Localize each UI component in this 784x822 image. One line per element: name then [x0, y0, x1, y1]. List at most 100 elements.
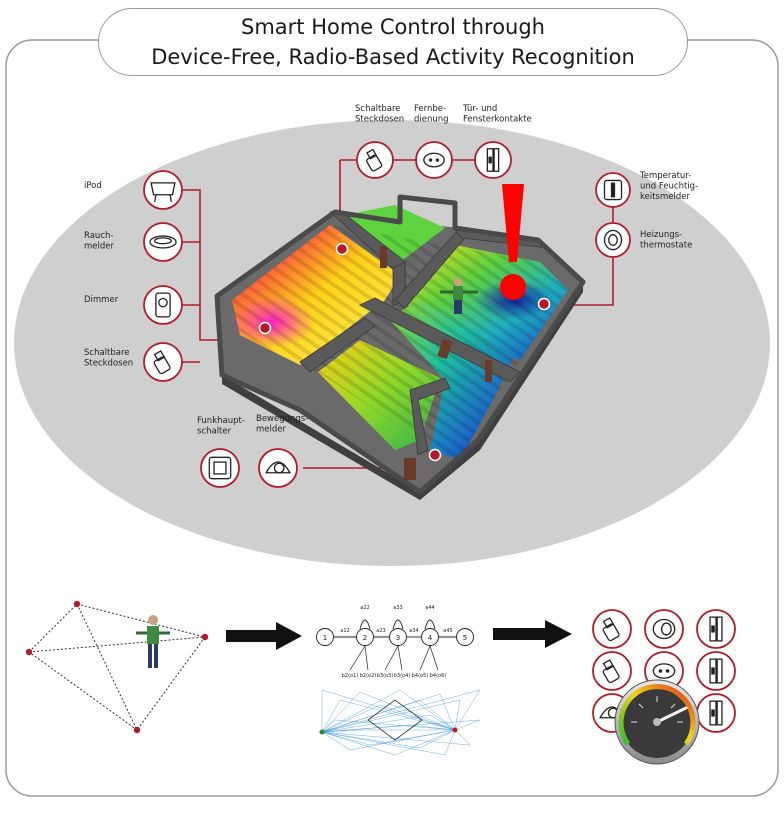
hmm-transition-label: a23 — [376, 628, 385, 634]
ray-path — [321, 699, 341, 733]
thermostat-icon — [595, 222, 631, 258]
person-figure-in-room — [440, 277, 478, 314]
hmm-state-label: 4 — [428, 634, 433, 642]
device-label: iPod — [84, 181, 102, 191]
hmm-emission-label: b2(o2) — [360, 673, 377, 679]
doors — [380, 246, 492, 480]
device-label-line: Steckdosen — [84, 359, 133, 369]
device-label-line: Dimmer — [84, 295, 119, 305]
device-label-line: Bewegungs- — [256, 414, 308, 424]
device-label-line: Fernbe- — [414, 104, 446, 114]
network-node — [133, 726, 141, 734]
device-label-line: Schaltbare — [84, 348, 130, 358]
hmm-self-loop — [392, 619, 404, 630]
socket-plug-icon — [592, 609, 632, 649]
device-label-line: schalter — [197, 427, 232, 437]
device-label-line: Heizungs- — [640, 230, 682, 240]
heater-icon — [644, 609, 684, 649]
ray-path — [454, 699, 461, 731]
door-contact-icon — [696, 609, 736, 649]
hmm-emission-label: b3(o3) — [377, 673, 394, 679]
ray-path — [321, 731, 351, 751]
hmm-state — [421, 628, 439, 646]
apartment-3d-model — [214, 184, 586, 500]
network-node — [25, 648, 33, 656]
door-contact-icon — [474, 141, 512, 179]
hmm-transition-label: a33 — [393, 605, 402, 611]
ray-path — [321, 693, 441, 733]
network-links — [28, 603, 206, 731]
device-label-line: Funkhaupt- — [197, 416, 245, 426]
temperature-sensor-icon — [595, 172, 631, 208]
ray-path — [369, 729, 456, 746]
process-arrows — [226, 620, 572, 650]
hmm-emission-label: b3(o4) — [394, 673, 411, 679]
ray-path — [321, 689, 401, 733]
ray-path — [339, 699, 456, 731]
ray-target-node — [452, 727, 458, 733]
ray-path — [321, 724, 411, 733]
device-label-line: dienung — [414, 115, 449, 125]
ray-path — [321, 691, 361, 733]
sensor-node — [428, 448, 442, 462]
device-label: Fernbe-dienung — [414, 104, 449, 125]
device-label: Heizungs-thermostate — [640, 230, 692, 251]
device-label-line: Tür- und — [462, 104, 497, 114]
device-label-line: Temperatur- — [639, 171, 691, 181]
ray-path — [409, 724, 456, 731]
hmm-state-label: 1 — [323, 634, 327, 642]
hmm-transition-label: a44 — [425, 605, 434, 611]
ipod-dock-icon — [143, 170, 183, 210]
title-line-2: Device-Free, Radio-Based Activity Recogn… — [151, 45, 635, 69]
network-nodes — [25, 600, 209, 734]
person-figure — [136, 615, 170, 668]
device-label: Bewegungs-melder — [256, 414, 308, 435]
device-label-line: Schaltbare — [355, 104, 401, 114]
ray-path — [321, 731, 396, 756]
ray-path — [321, 731, 446, 756]
hmm-transition-label: a22 — [360, 605, 369, 611]
socket-plug-icon — [143, 342, 183, 382]
hmm-state — [316, 628, 334, 646]
device-label-line: Steckdosen — [355, 115, 404, 125]
ray-path — [399, 689, 456, 731]
ray-path — [321, 731, 421, 749]
socket-plug-icon — [356, 141, 394, 179]
device-label-line: keitsmelder — [640, 192, 690, 202]
hmm-emission-arrow — [384, 645, 399, 671]
hmm-transition-label: a45 — [443, 628, 452, 634]
hmm-emission-label: b2(o1) — [342, 673, 359, 679]
device-label-line: und Feuchtig- — [640, 182, 698, 192]
ray-path — [321, 689, 481, 733]
hmm-self-loop — [424, 619, 436, 630]
hmm-emission-arrow — [349, 645, 366, 671]
motion-detector-icon — [258, 448, 298, 488]
device-label: Funkhaupt-schalter — [197, 416, 245, 437]
sensor-node — [537, 297, 551, 311]
smoke-detector-icon — [143, 222, 183, 262]
ray-paths-graph — [319, 689, 481, 756]
device-label-line: thermostate — [640, 241, 692, 251]
door-contact-icon — [696, 693, 736, 733]
ray-path — [321, 704, 381, 733]
localization-network — [25, 600, 209, 734]
hmm-state — [356, 628, 374, 646]
ray-path — [394, 729, 456, 756]
device-label-line: iPod — [84, 181, 102, 191]
ray-path — [454, 729, 471, 746]
hmm-emission-arrow — [429, 645, 439, 671]
network-node — [201, 633, 209, 641]
ray-source-node — [319, 729, 325, 735]
title-banner: Smart Home Control through Device-Free, … — [98, 8, 688, 76]
dimmer-icon — [143, 285, 183, 325]
arrow-right-icon — [493, 620, 572, 648]
main-switch-icon — [200, 448, 240, 488]
hmm-state-label: 3 — [396, 634, 400, 642]
